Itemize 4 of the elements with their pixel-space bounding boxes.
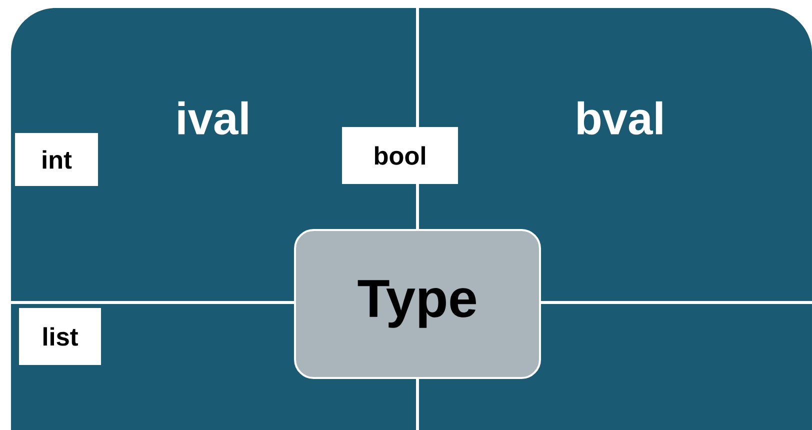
type-box: Type [294,229,541,379]
type-tag: list [19,308,101,365]
type-tag: int [15,133,98,186]
type-tag: bool [342,127,458,184]
